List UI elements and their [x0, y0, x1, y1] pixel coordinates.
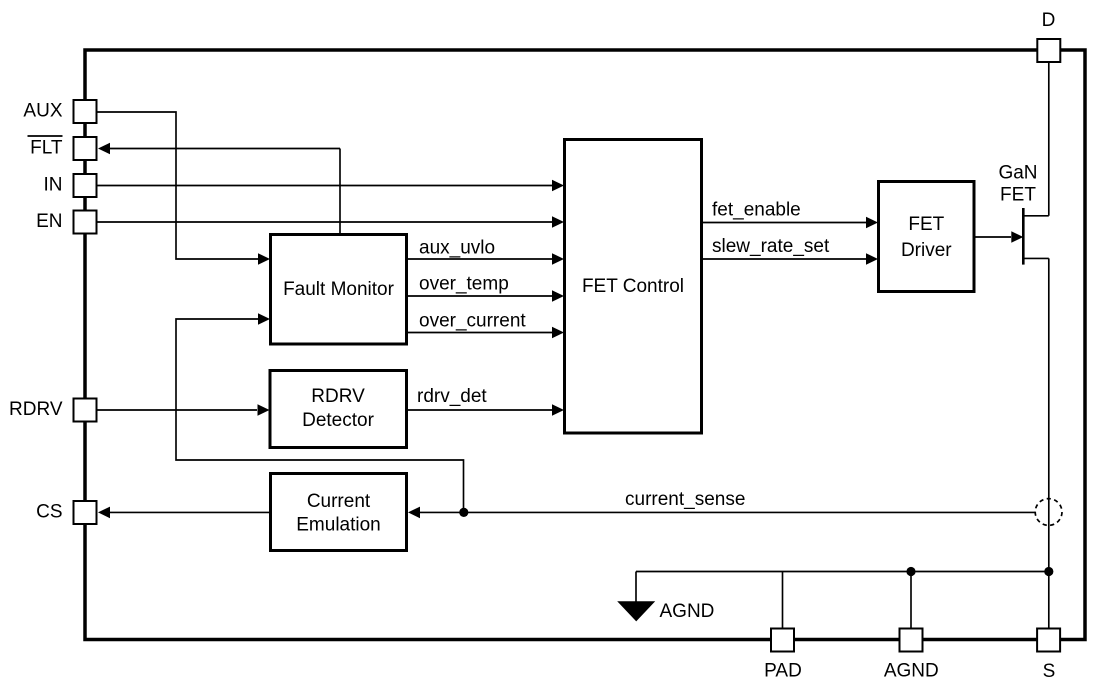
- svg-text:slew_rate_set: slew_rate_set: [712, 236, 830, 257]
- svg-text:aux_uvlo: aux_uvlo: [419, 237, 495, 258]
- svg-text:Current: Current: [307, 491, 371, 512]
- svg-text:CS: CS: [36, 502, 62, 523]
- svg-text:FET Control: FET Control: [582, 276, 684, 297]
- svg-text:fet_enable: fet_enable: [712, 199, 801, 220]
- svg-text:RDRV: RDRV: [9, 399, 63, 420]
- svg-text:over_current: over_current: [419, 311, 526, 332]
- svg-text:AGND: AGND: [660, 601, 715, 622]
- svg-text:AGND: AGND: [884, 661, 939, 682]
- svg-text:FLT: FLT: [30, 138, 63, 159]
- svg-text:PAD: PAD: [764, 661, 802, 682]
- svg-text:rdrv_det: rdrv_det: [417, 386, 487, 407]
- svg-text:Emulation: Emulation: [296, 515, 381, 536]
- svg-text:AUX: AUX: [23, 101, 62, 122]
- svg-text:IN: IN: [44, 175, 63, 196]
- svg-text:GaN: GaN: [998, 162, 1037, 183]
- svg-text:EN: EN: [36, 211, 62, 232]
- svg-text:RDRV: RDRV: [311, 386, 365, 407]
- svg-text:Driver: Driver: [901, 240, 952, 261]
- svg-text:Detector: Detector: [302, 410, 374, 431]
- svg-text:Fault Monitor: Fault Monitor: [283, 279, 395, 300]
- svg-text:S: S: [1043, 661, 1056, 682]
- svg-text:current_sense: current_sense: [625, 489, 745, 510]
- svg-text:D: D: [1042, 10, 1056, 31]
- svg-text:FET: FET: [908, 214, 944, 235]
- svg-text:over_temp: over_temp: [419, 273, 509, 294]
- svg-text:FET: FET: [1000, 185, 1036, 206]
